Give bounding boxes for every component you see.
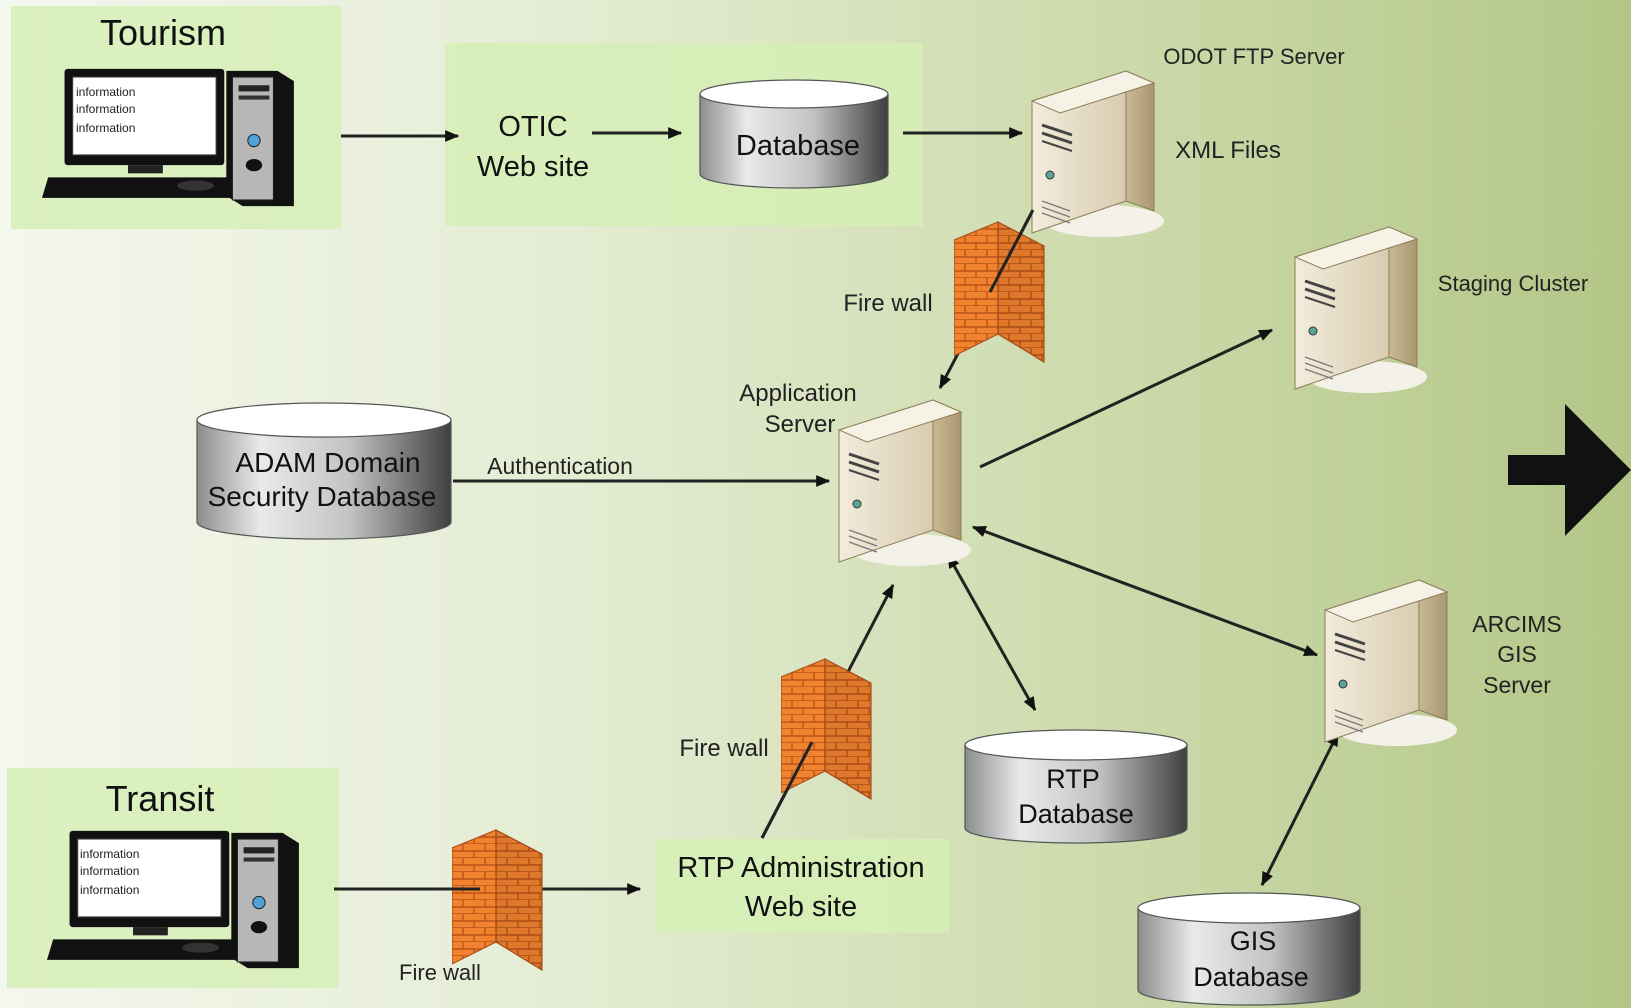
odot-ftp-server-label: ODOT FTP Server bbox=[1163, 44, 1344, 69]
adam-label-line1: ADAM Domain bbox=[235, 447, 420, 478]
transit-title: Transit bbox=[106, 778, 215, 819]
firewall-bottom-label: Fire wall bbox=[399, 960, 481, 985]
tourism-screen-line: information bbox=[76, 85, 135, 99]
gis-database-label-line1: GIS bbox=[1230, 926, 1277, 956]
rtp-admin-panel bbox=[657, 839, 949, 933]
gis-database-cylinder bbox=[1137, 892, 1361, 1006]
transit-screen-line: information bbox=[80, 883, 139, 897]
application-server-label-line1: Application bbox=[739, 380, 856, 407]
arcims-label-line2: GIS bbox=[1497, 641, 1537, 667]
firewall-top-label: Fire wall bbox=[843, 290, 932, 317]
rtp-admin-label-line2: Web site bbox=[745, 891, 857, 923]
staging-cluster-server-icon bbox=[1293, 225, 1429, 395]
database-label: Database bbox=[736, 130, 860, 162]
adam-label-line2: Security Database bbox=[208, 481, 437, 512]
odot-ftp-server-icon bbox=[1030, 69, 1166, 239]
arcims-server-icon bbox=[1323, 578, 1459, 748]
rtp-database-label-line1: RTP bbox=[1046, 764, 1100, 794]
big-right-arrow-icon bbox=[1508, 404, 1631, 536]
authentication-label: Authentication bbox=[487, 453, 633, 479]
staging-cluster-label: Staging Cluster bbox=[1438, 271, 1588, 296]
appserver-to-staging-arrow bbox=[979, 328, 1274, 469]
transit-screen-text: information information information bbox=[80, 847, 139, 897]
rtp-database-label-line2: Database bbox=[1018, 799, 1134, 829]
appserver-arcims-arrow bbox=[971, 525, 1319, 657]
application-server-label-line2: Server bbox=[765, 411, 836, 438]
arcims-label-line1: ARCIMS bbox=[1472, 611, 1561, 637]
transit-screen-line: information bbox=[80, 847, 139, 861]
rtp-database-cylinder bbox=[964, 729, 1188, 844]
gis-database-label-line2: Database bbox=[1193, 962, 1309, 992]
firewall-middle-label: Fire wall bbox=[679, 735, 768, 762]
firewall-top-icon bbox=[954, 221, 1045, 363]
tourism-screen-text: information information information bbox=[76, 85, 135, 135]
rtp-admin-label-line1: RTP Administration bbox=[677, 852, 924, 884]
arcims-label-line3: Server bbox=[1483, 672, 1551, 698]
otic-database-cylinder bbox=[699, 79, 889, 189]
appserver-rtpdb-arrow bbox=[946, 553, 1037, 712]
firewall-pass-lines bbox=[334, 209, 1035, 891]
xml-files-label: XML Files bbox=[1175, 137, 1281, 164]
tourism-screen-line: information bbox=[76, 102, 135, 116]
firewall-bottom-icon bbox=[452, 829, 543, 971]
transit-screen-line: information bbox=[80, 864, 139, 878]
tourism-title: Tourism bbox=[100, 12, 226, 53]
arcims-gisdb-arrow bbox=[1260, 731, 1340, 887]
otic-label-line1: OTIC bbox=[498, 111, 567, 143]
application-server-icon bbox=[837, 398, 973, 568]
adam-database-cylinder bbox=[196, 402, 452, 540]
tourism-screen-line: information bbox=[76, 121, 135, 135]
otic-label-line2: Web site bbox=[477, 151, 589, 183]
